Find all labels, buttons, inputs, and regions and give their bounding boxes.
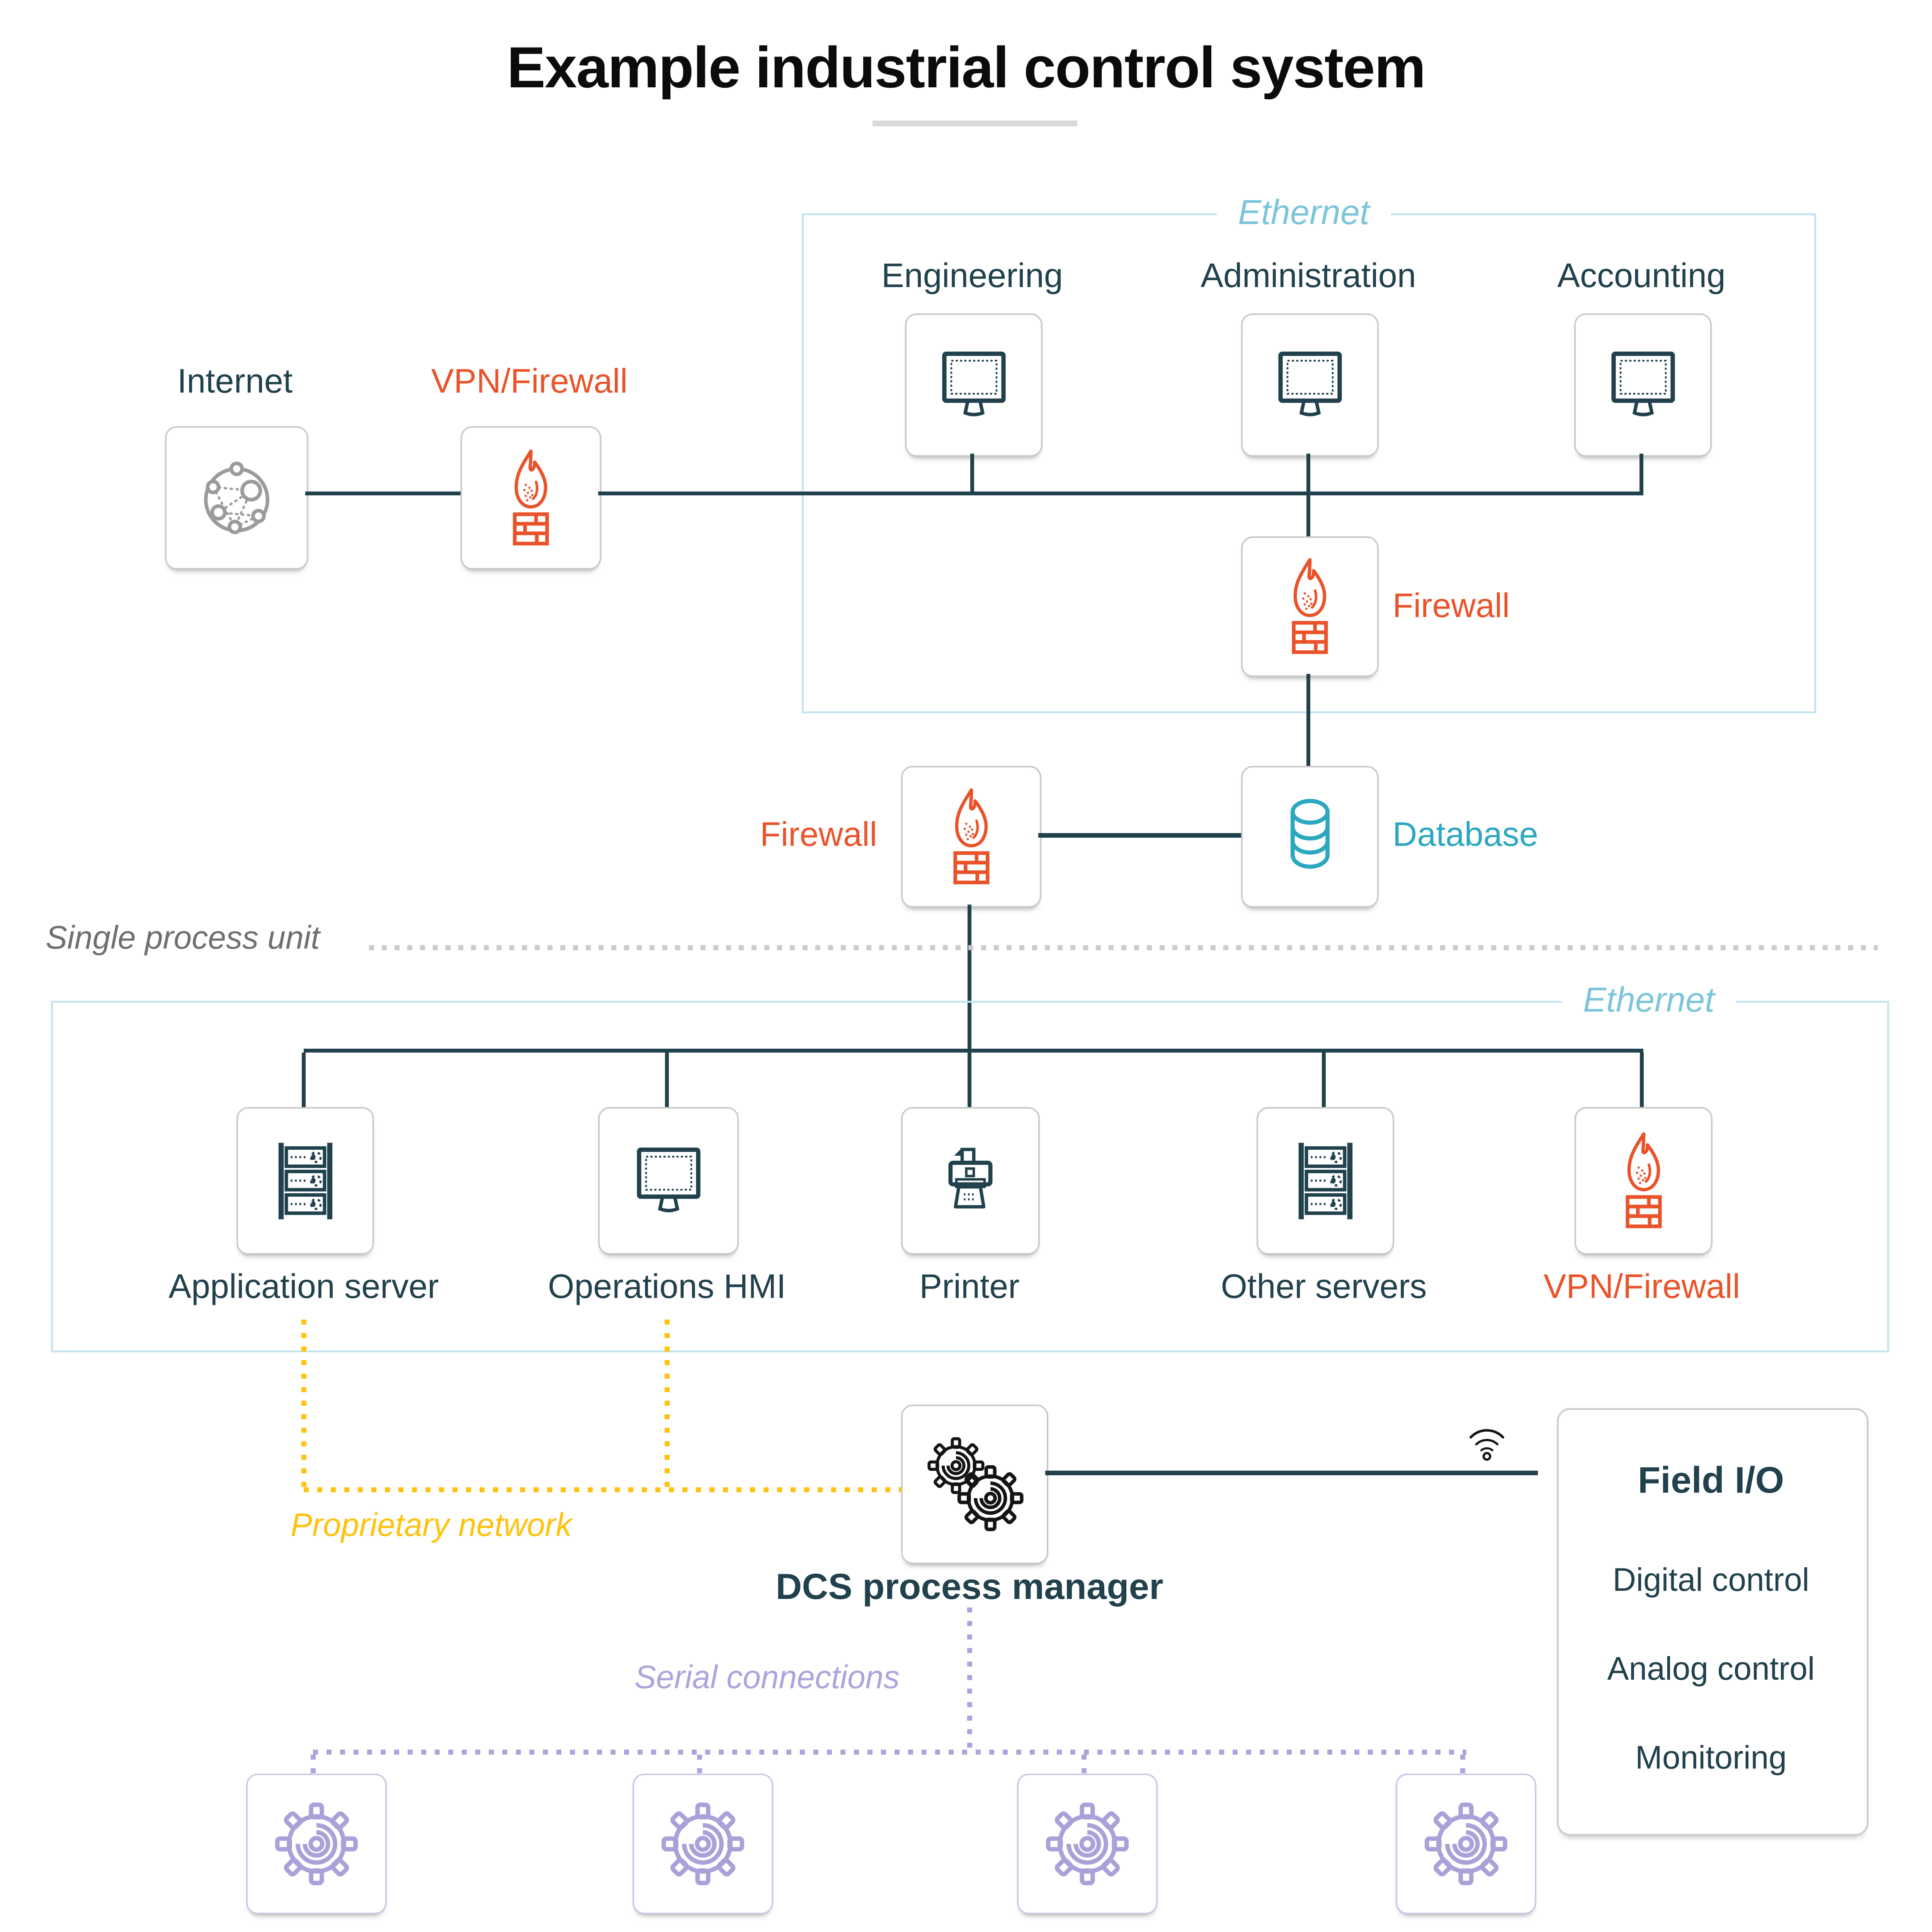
operations-hmi-node: [598, 1107, 739, 1255]
accounting-node: [1574, 313, 1712, 457]
plc3-label: AUX PLC system: [945, 1930, 1227, 1932]
connector: [970, 454, 974, 493]
connector: [598, 492, 1643, 495]
other-servers-label: Other servers: [1221, 1267, 1427, 1305]
other-servers-node: [1257, 1107, 1394, 1255]
internet-label: Internet: [177, 362, 293, 400]
serial-connection-line: [1460, 1755, 1465, 1776]
field-io-panel: [1557, 1408, 1869, 1836]
proprietary-network-line: [665, 1320, 670, 1490]
field-io-title: Field I/O: [1638, 1459, 1784, 1501]
connector: [305, 492, 461, 495]
connector: [304, 1049, 1643, 1053]
server-rack-icon: [262, 1138, 349, 1225]
gears-icon: [925, 1435, 1024, 1534]
monitor-icon: [1267, 342, 1354, 429]
single-process-unit-label: Single process unit: [46, 919, 320, 956]
proprietary-network-label: Proprietary network: [291, 1507, 572, 1543]
connector: [968, 1053, 971, 1107]
field-io-item: Digital control: [1612, 1561, 1810, 1598]
ethernet-bottom-label: Ethernet: [1561, 978, 1736, 1022]
firewall-icon: [1273, 555, 1347, 658]
administration-node: [1241, 313, 1379, 457]
divider-dotted-line: [369, 945, 1878, 950]
vpn-firewall-process-label: VPN/Firewall: [1543, 1267, 1740, 1305]
ethernet-bottom-zone: [51, 1001, 1889, 1352]
page-title: Example industrial control system: [507, 35, 1426, 100]
field-io-item: Monitoring: [1635, 1739, 1787, 1776]
title-underline: [872, 121, 1077, 126]
wifi-icon: [1462, 1416, 1512, 1466]
safety-label: Safety system: [1347, 1930, 1581, 1932]
internet-globe-icon: [191, 452, 282, 543]
serial-connection-line: [313, 1750, 1466, 1755]
connector: [1045, 1471, 1538, 1475]
vpn-firewall-top-node: [461, 426, 601, 570]
firewall-process-label: Firewall: [760, 815, 877, 853]
field-io-item: Analog control: [1607, 1650, 1815, 1687]
connector: [1640, 1053, 1644, 1107]
serial-connection-line: [311, 1755, 316, 1776]
proprietary-network-line: [304, 1487, 901, 1492]
engineering-node: [905, 313, 1043, 457]
plc1-node: [246, 1774, 387, 1914]
firewall-corporate-label: Firewall: [1393, 586, 1510, 624]
dcs-label: DCS process manager: [776, 1566, 1163, 1607]
vpn-firewall-process-node: [1575, 1107, 1713, 1255]
printer-node: [901, 1107, 1040, 1255]
administration-label: Administration: [1201, 256, 1416, 294]
connector: [968, 905, 971, 1052]
serial-connection-line: [967, 1607, 972, 1754]
ethernet-top-label: Ethernet: [1216, 190, 1391, 235]
connector: [1306, 674, 1310, 766]
connector: [1038, 833, 1241, 838]
internet-node: [165, 426, 308, 570]
plc2-node: [633, 1774, 773, 1914]
gear-icon: [658, 1799, 747, 1888]
connector: [1306, 454, 1310, 536]
serial-connection-line: [1082, 1755, 1087, 1776]
serial-connections-label: Serial connections: [634, 1659, 900, 1695]
plc3-node: [1017, 1774, 1158, 1914]
firewall-icon: [1607, 1129, 1680, 1232]
application-server-label: Application server: [168, 1267, 439, 1305]
firewall-icon: [935, 786, 1008, 888]
engineering-label: Engineering: [881, 256, 1063, 294]
plc1-label: AUX PLC system: [174, 1930, 456, 1932]
operations-hmi-label: Operations HMI: [548, 1267, 786, 1305]
plc2-label: AUX PLC system: [560, 1930, 842, 1932]
gear-icon: [1422, 1799, 1510, 1888]
monitor-icon: [1600, 342, 1687, 429]
monitor-icon: [930, 342, 1017, 429]
firewall-icon: [494, 447, 568, 549]
printer-icon: [929, 1139, 1012, 1223]
printer-label: Printer: [919, 1267, 1020, 1305]
connector: [302, 1053, 306, 1107]
server-rack-icon: [1282, 1138, 1369, 1225]
accounting-label: Accounting: [1557, 256, 1726, 294]
database-node: [1241, 766, 1379, 908]
database-label: Database: [1393, 815, 1538, 853]
firewall-process-node: [901, 766, 1041, 908]
monitor-icon: [625, 1138, 712, 1225]
application-server-node: [236, 1107, 374, 1255]
dcs-node: [901, 1405, 1048, 1564]
serial-connection-line: [697, 1755, 702, 1776]
gear-icon: [272, 1799, 361, 1888]
connector: [1322, 1053, 1326, 1107]
gear-icon: [1043, 1799, 1132, 1888]
vpn-firewall-top-label: VPN/Firewall: [431, 362, 628, 400]
firewall-corporate-node: [1241, 536, 1379, 677]
proprietary-network-line: [301, 1320, 306, 1490]
connector: [1639, 454, 1643, 493]
connector: [665, 1053, 669, 1107]
safety-node: [1396, 1774, 1536, 1914]
database-icon: [1269, 795, 1352, 878]
